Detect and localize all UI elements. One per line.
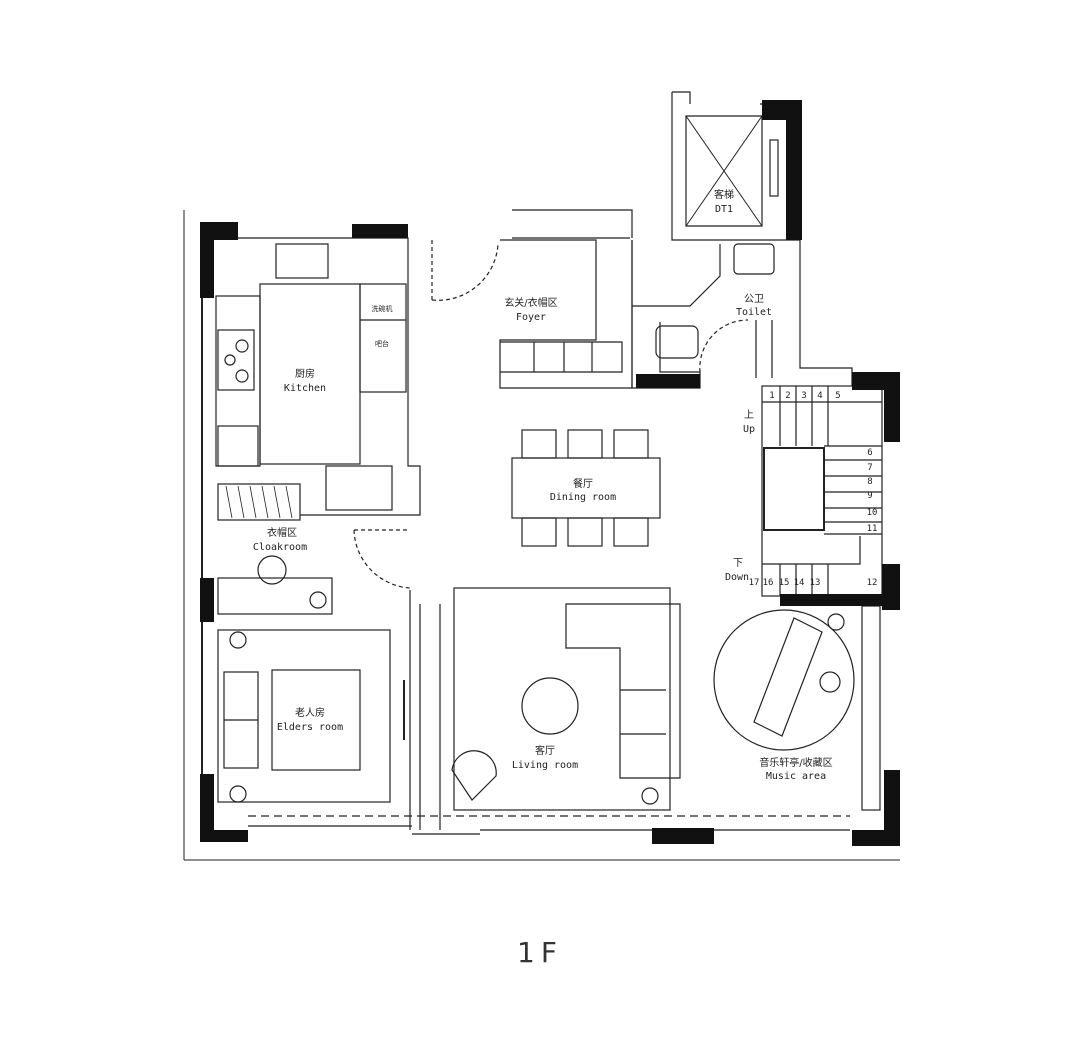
stair-step-number: 8 <box>867 477 872 487</box>
cloakroom-label: 衣帽区 <box>267 526 297 539</box>
dining-label-en: Dining room <box>550 492 616 503</box>
music-area-label-en: Music area <box>766 771 826 782</box>
toilet-label: 公卫 <box>744 294 764 305</box>
living-room-label: 客厅 <box>535 744 555 757</box>
counter-label: 吧台 <box>375 339 389 348</box>
elevator-label: 客梯 <box>714 188 734 201</box>
living-room-label-en: Living room <box>512 760 578 771</box>
stair-step-number: 7 <box>867 463 872 473</box>
stair-step-number: 1 <box>769 391 774 401</box>
stair-step-number: 6 <box>867 448 872 458</box>
dishwasher-label: 洗碗机 <box>372 304 393 313</box>
stairs-up-label-en: Up <box>743 424 755 435</box>
stairs-down-label-en: Down <box>725 572 749 583</box>
stair-step-number: 15 <box>779 578 790 588</box>
music-area-label: 音乐轩亭/收藏区 <box>759 756 832 769</box>
stair-step-number: 10 <box>867 508 878 518</box>
stair-step-number: 9 <box>867 491 872 501</box>
stair-step-number: 16 <box>763 578 774 588</box>
cloakroom-label-en: Cloakroom <box>253 542 307 553</box>
stair-step-number: 14 <box>794 578 805 588</box>
kitchen-label: 厨房 <box>295 367 315 380</box>
stair-step-number: 11 <box>867 524 878 534</box>
stair-step-number: 3 <box>801 391 806 401</box>
floor-label: 1F <box>517 936 563 969</box>
elders-room-label-en: Elders room <box>277 722 343 733</box>
stair-step-number: 17 <box>749 578 760 588</box>
foyer-label-en: Foyer <box>516 312 546 323</box>
kitchen-label-en: Kitchen <box>284 383 326 394</box>
stair-step-number: 12 <box>867 578 878 588</box>
toilet-label-en: Toilet <box>736 307 772 318</box>
stair-step-number: 5 <box>835 391 840 401</box>
dining-label: 餐厅 <box>573 477 593 490</box>
stair-step-number: 4 <box>817 391 822 401</box>
stair-step-number: 2 <box>785 391 790 401</box>
foyer-label: 玄关/衣帽区 <box>504 296 557 309</box>
stair-step-number: 13 <box>810 578 821 588</box>
stairs-up-label: 上 <box>744 409 754 421</box>
elevator-label-en: DT1 <box>715 204 733 215</box>
elders-room-label: 老人房 <box>295 706 325 719</box>
stairs-down-label: 下 <box>733 558 743 569</box>
